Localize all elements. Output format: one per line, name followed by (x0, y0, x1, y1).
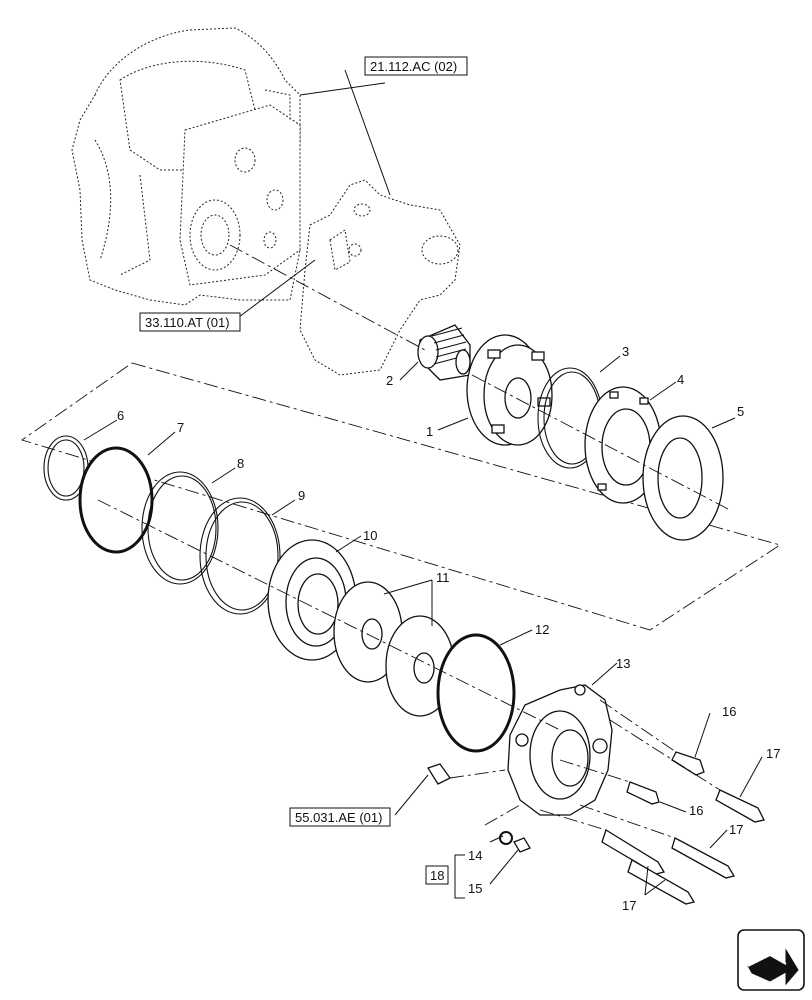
bolt-axis-2 (559, 759, 631, 783)
part-14-seal-washer (499, 831, 513, 845)
label-part-15: 15 (468, 881, 482, 896)
part-17-bolt-low-b (627, 859, 696, 905)
housing-section-ghost (299, 179, 461, 376)
label-part-17-mid: 17 (729, 822, 743, 837)
label-part-14: 14 (468, 848, 482, 863)
ref-box-bottom[interactable]: 55.031.AE (01) (289, 807, 391, 827)
part-17-bolt-mid (671, 837, 736, 879)
bolt-axis-1 (599, 699, 677, 753)
kit-label[interactable]: 18 (430, 868, 444, 883)
kit-box[interactable]: 18 (425, 865, 449, 885)
part-15-plug (513, 837, 531, 853)
label-part-10: 10 (363, 528, 377, 543)
label-part-11: 11 (436, 570, 450, 585)
part-2-splined-shaft (417, 324, 471, 381)
ref-label-left[interactable]: 33.110.AT (01) (145, 315, 230, 330)
label-part-4: 4 (677, 372, 684, 387)
label-part-9: 9 (298, 488, 305, 503)
bolt-axis-5 (579, 804, 676, 839)
fitting-ghost (427, 763, 451, 785)
ref-box-top[interactable]: 21.112.AC (02) (364, 56, 468, 76)
label-part-2: 2 (386, 373, 393, 388)
part-12-o-ring (436, 633, 516, 753)
part-1-clutch-hub (466, 334, 553, 446)
part-16-bolt-lower (626, 781, 660, 805)
part-8-snap-ring-inner (147, 475, 217, 581)
label-part-3: 3 (622, 344, 629, 359)
part-9-ring-inner (205, 501, 279, 611)
part-17-bolt-low-a (601, 829, 666, 875)
label-part-13: 13 (616, 656, 630, 671)
label-part-12: 12 (535, 622, 549, 637)
label-part-8: 8 (237, 456, 244, 471)
plug-axis (484, 804, 521, 826)
part-17-bolt-long (715, 789, 765, 823)
part-9-ring (199, 497, 281, 615)
ref-label-bottom[interactable]: 55.031.AE (01) (295, 810, 382, 825)
part-7-seal-ring (78, 446, 154, 554)
part-16-bolt-upper (671, 751, 705, 776)
label-part-7: 7 (177, 420, 184, 435)
label-part-5: 5 (737, 404, 744, 419)
transmission-housing-ghost (71, 27, 301, 306)
ref-box-left[interactable]: 33.110.AT (01) (139, 312, 241, 332)
next-page-arrow-icon (747, 948, 799, 986)
label-part-17-lower: 17 (622, 898, 636, 913)
bolt-axis-4 (539, 809, 607, 831)
part-5-thrust-plate (642, 415, 724, 541)
part-8-snap-ring (141, 471, 219, 585)
part-13-end-cover (507, 684, 613, 816)
assembly-axis-upper (229, 244, 426, 351)
label-part-16-lower: 16 (689, 803, 703, 818)
bolt-axis-3 (609, 719, 721, 791)
label-part-6: 6 (117, 408, 124, 423)
ref-label-top[interactable]: 21.112.AC (02) (370, 59, 457, 74)
assembly-axis-mid (471, 374, 731, 511)
fitting-axis (449, 769, 506, 779)
label-part-17-upper: 17 (766, 746, 780, 761)
part-4-friction-plate (584, 386, 662, 504)
explosion-group-outline (20, 362, 782, 631)
part-11-washers (333, 581, 455, 717)
part-6-o-ring-inner (47, 439, 85, 497)
assembly-axis-lower (97, 499, 561, 731)
next-page-button[interactable] (737, 929, 805, 991)
label-part-16-upper: 16 (722, 704, 736, 719)
label-part-1: 1 (426, 424, 433, 439)
